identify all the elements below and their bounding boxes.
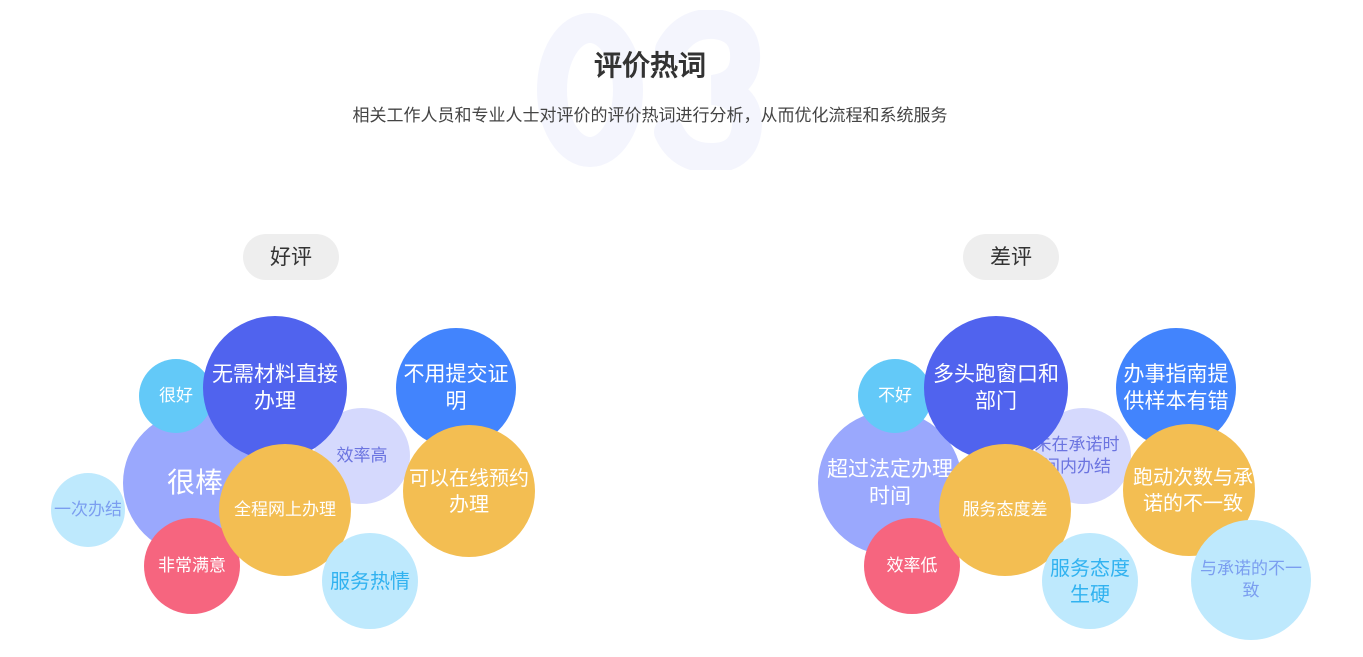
positive-reviews-label: 好评 — [243, 234, 339, 280]
bubble-label: 非常满意 — [158, 555, 226, 576]
bubble-label: 办事指南提供样本有错 — [1123, 361, 1229, 413]
bubble-label: 很棒 — [166, 465, 223, 499]
bubble-label: 很好 — [159, 385, 193, 406]
bubble-negative: 与承诺的不一致 — [1191, 520, 1311, 640]
bubble-label: 效率低 — [886, 555, 938, 576]
section-subtitle: 相关工作人员和专业人士对评价的评价热词进行分析，从而优化流程和系统服务 — [352, 106, 948, 126]
bubble-label: 服务态度生硬 — [1050, 556, 1130, 606]
bubble-negative: 多头跑窗口和部门 — [924, 316, 1068, 460]
bubble-label: 不用提交证明 — [403, 361, 509, 413]
bubble-positive: 很好 — [139, 359, 213, 433]
bubble-positive: 服务热情 — [322, 533, 418, 629]
bubble-label: 效率高 — [336, 445, 388, 466]
bubble-negative: 效率低 — [864, 518, 960, 614]
section-number-watermark — [537, 10, 763, 170]
bubble-positive: 可以在线预约办理 — [403, 425, 535, 557]
bubble-label: 可以在线预约办理 — [409, 466, 529, 516]
bubble-label: 未在承诺时间内办结 — [1035, 434, 1120, 477]
bubble-label: 与承诺的不一致 — [1200, 558, 1302, 601]
bubble-label: 服务热情 — [330, 569, 410, 593]
bubble-positive: 一次办结 — [51, 473, 125, 547]
bubble-label: 不好 — [878, 385, 912, 406]
bubble-label: 全程网上办理 — [234, 499, 336, 520]
bubble-label: 无需材料直接办理 — [212, 361, 338, 413]
bubble-positive: 无需材料直接办理 — [203, 316, 347, 460]
bubble-label: 跑动次数与承诺的不一致 — [1133, 465, 1253, 515]
bubble-negative: 服务态度生硬 — [1042, 533, 1138, 629]
bubble-negative: 不好 — [858, 359, 932, 433]
bubble-label: 超过法定办理时间 — [827, 456, 953, 508]
negative-reviews-label: 差评 — [963, 234, 1059, 280]
section-title: 评价热词 — [593, 49, 706, 82]
bubble-label: 一次办结 — [54, 499, 122, 520]
bubble-label: 服务态度差 — [962, 499, 1048, 520]
bubble-label: 多头跑窗口和部门 — [933, 361, 1059, 413]
